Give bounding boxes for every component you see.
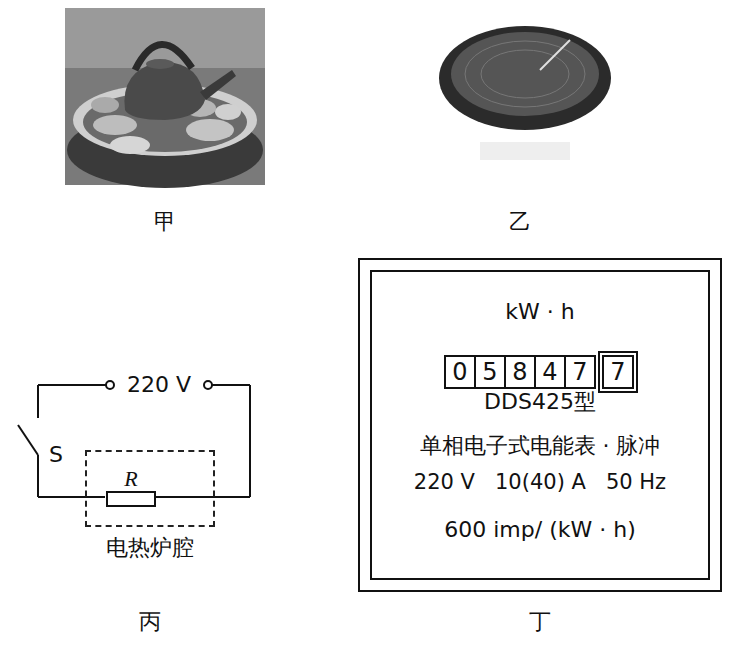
- figure-label: 乙: [509, 211, 531, 233]
- circuit-wires: [18, 381, 250, 497]
- resistor-label: R: [124, 468, 137, 490]
- digit: 8: [512, 360, 527, 384]
- figure-label: 丁: [529, 611, 551, 633]
- digit-cell: 5: [474, 355, 506, 389]
- voltage-label: 220 V: [124, 374, 194, 396]
- digit-cell: 8: [504, 355, 536, 389]
- digit: 7: [572, 360, 587, 384]
- meter-text: 600 imp/ (kW · h): [360, 519, 720, 541]
- digit-row: 058477: [360, 355, 720, 389]
- meter-text: 单相电子式电能表 · 脉冲: [360, 435, 720, 457]
- resistor-symbol: R: [106, 491, 156, 507]
- kettle-photo: [65, 8, 265, 188]
- digit-cell: 7: [564, 355, 596, 389]
- chamber-label: 电热炉腔: [106, 537, 194, 559]
- digit: 0: [452, 360, 467, 384]
- meter-text: 220 V 10(40) A 50 Hz: [360, 472, 720, 493]
- heater-plate: [439, 26, 611, 160]
- meter-text: kW · h: [360, 301, 720, 323]
- switch-label: S: [49, 444, 63, 466]
- energy-meter: kW · h DDS425型单相电子式电能表 · 脉冲 220 V 10(40) A…: [358, 258, 722, 592]
- digit: 4: [542, 360, 557, 384]
- digit: 7: [610, 360, 625, 384]
- digit-cell: 7: [602, 355, 634, 389]
- digit-cell: 0: [444, 355, 476, 389]
- figure-label: 甲: [154, 211, 176, 233]
- furnace-chamber: 电热炉腔R: [85, 450, 215, 527]
- meter-text: DDS425型: [360, 391, 720, 413]
- digit-cell: 4: [534, 355, 566, 389]
- figure-label: 丙: [139, 611, 161, 633]
- digit: 5: [482, 360, 497, 384]
